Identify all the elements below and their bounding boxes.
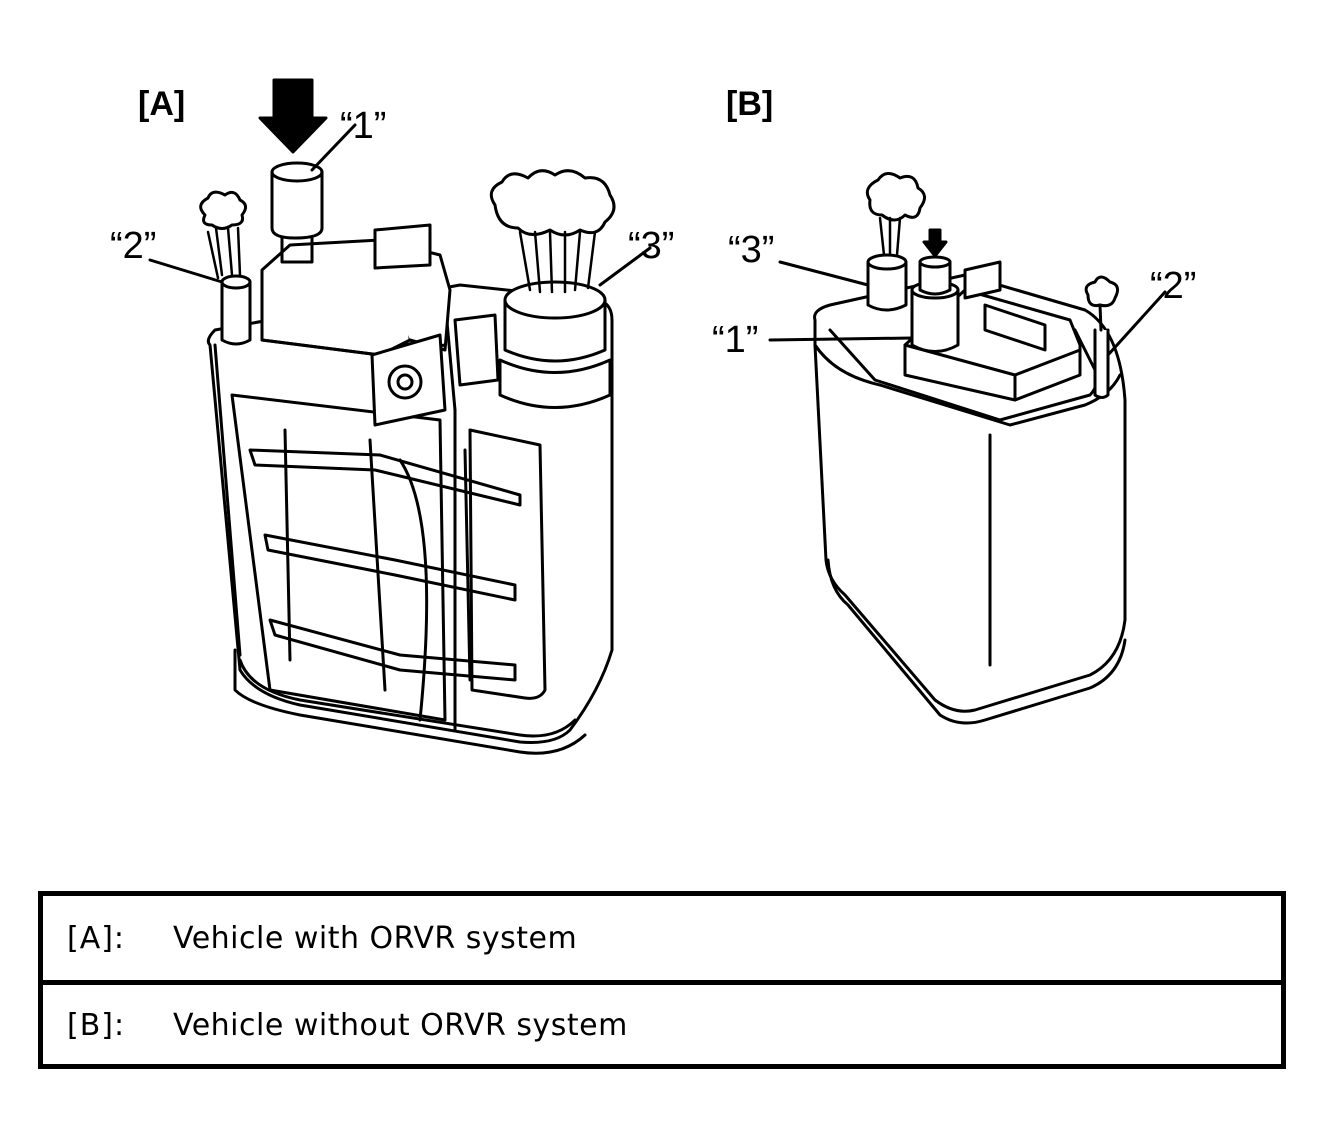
callout-a3: “3” — [628, 225, 674, 267]
panel-b-drawing: [B] “3” “1 — [712, 85, 1196, 725]
canister-a-base — [238, 658, 577, 738]
flow-arrow-small-icon — [922, 228, 948, 258]
diagram-svg: [A] — [110, 78, 1196, 755]
callout-b1: “1” — [712, 319, 758, 361]
legend-row: [B]: Vehicle without ORVR system — [43, 983, 1281, 1067]
canister-diagram: [A] — [110, 78, 1196, 755]
legend-description: Vehicle with ORVR system — [173, 920, 578, 956]
callout-b2-leader — [1106, 290, 1167, 357]
canister-b-body — [813, 273, 1127, 713]
callout-b3-leader — [778, 260, 870, 287]
legend-description: Vehicle without ORVR system — [173, 1007, 628, 1043]
callout-a2-leader — [148, 258, 224, 284]
callout-a1-leader — [310, 123, 357, 172]
flow-arrow-icon — [258, 78, 328, 154]
legend-key: [B]: — [67, 1007, 126, 1043]
callout-b3: “3” — [728, 229, 774, 271]
callout-b2: “2” — [1150, 265, 1196, 307]
canister-a-body — [206, 283, 614, 744]
legend-row: [A]: Vehicle with ORVR system — [43, 896, 1281, 985]
callout-a3-leader — [598, 246, 652, 287]
legend-table: [A]: Vehicle with ORVR system [B]: Vehic… — [38, 891, 1286, 1069]
callout-a2: “2” — [110, 225, 156, 267]
callout-b1-leader — [768, 336, 914, 342]
panel-a-drawing: [A] — [110, 78, 674, 755]
callout-a1: “1” — [340, 105, 386, 147]
panel-b-label: [B] — [726, 85, 773, 123]
legend-key: [A]: — [67, 920, 126, 956]
panel-a-label: [A] — [138, 85, 185, 123]
